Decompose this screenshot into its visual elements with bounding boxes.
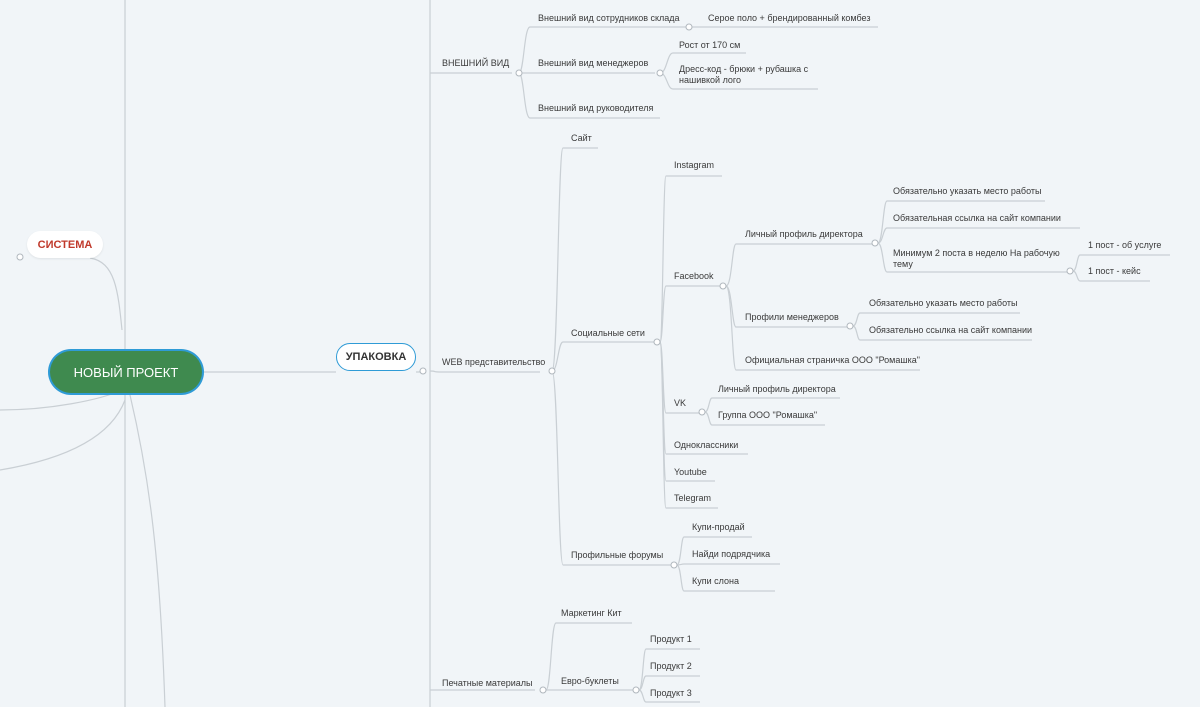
topic-youtube[interactable]: Youtube — [674, 467, 707, 477]
link-social — [551, 341, 655, 372]
topic-ws-polo[interactable]: Серое поло + брендированный комбез — [708, 13, 871, 23]
sistema-collapse-dot[interactable] — [16, 253, 24, 261]
topic-ws[interactable]: Внешний вид сотрудников склада — [538, 13, 680, 23]
topic-instagram[interactable]: Instagram — [674, 160, 715, 170]
stem-left-2 — [0, 399, 126, 471]
link-f-buy — [676, 536, 752, 566]
topic-fb-page[interactable]: Официальная страничка ООО "Ромашка" — [745, 355, 920, 365]
topic-vk-dir[interactable]: Личный профиль директора — [718, 384, 836, 394]
central-topic-label: НОВЫЙ ПРОЕКТ — [73, 364, 179, 380]
mgr-dot[interactable] — [656, 69, 664, 77]
topic-appearance[interactable]: ВНЕШНИЙ ВИД — [442, 58, 510, 68]
link-fb-dir-work — [877, 200, 1045, 244]
topic-fb-mgr-link[interactable]: Обязательно ссылка на сайт компании — [869, 325, 1033, 335]
link-fb-mgr-work — [852, 312, 1020, 327]
topic-mkit[interactable]: Маркетинг Кит — [561, 608, 622, 618]
topic-fb-dir[interactable]: Личный профиль директора — [745, 229, 863, 239]
topic-fb-dir-work[interactable]: Обязательно указать место работы — [893, 186, 1042, 196]
topic-sistema[interactable]: СИСТЕМА — [27, 231, 103, 258]
link-f-elephant — [676, 564, 775, 592]
link-p1 — [638, 648, 700, 691]
topic-print[interactable]: Печатные материалы — [442, 678, 533, 688]
vk-dot[interactable] — [698, 408, 706, 416]
fb-dir-posts-dot[interactable] — [1066, 267, 1074, 275]
link-vk-group — [704, 411, 825, 426]
stem-sistema — [89, 257, 123, 331]
link-site — [551, 147, 598, 372]
link-fb-dir-link — [877, 227, 1080, 244]
link-trunk-web — [429, 370, 540, 373]
link-p2 — [638, 675, 700, 691]
link-telegram — [659, 341, 718, 509]
central-topic[interactable]: НОВЫЙ ПРОЕКТ — [50, 351, 202, 393]
link-forums — [551, 370, 672, 566]
topic-upakovka-label: УПАКОВКА — [345, 351, 407, 363]
topic-p1[interactable]: Продукт 1 — [650, 634, 692, 644]
topic-ok[interactable]: Одноклассники — [674, 440, 739, 450]
print-dot[interactable] — [539, 686, 547, 694]
euro-dot[interactable] — [632, 686, 640, 694]
link-fb-mgr-link — [852, 325, 1032, 341]
stem-left-3 — [129, 394, 166, 707]
topic-f-contractor[interactable]: Найди подрядчика — [692, 549, 771, 559]
fb-mgr-dot[interactable] — [846, 322, 854, 330]
topic-facebook[interactable]: Facebook — [674, 271, 714, 281]
appearance-dot[interactable] — [515, 69, 523, 77]
topic-vk[interactable]: VK — [674, 398, 687, 408]
topic-f-elephant[interactable]: Купи слона — [692, 576, 739, 586]
link-post-service — [1072, 254, 1170, 272]
topic-mgr-dress[interactable]: Дресс-код - брюки + рубашка с нашивкой л… — [679, 64, 809, 85]
link-post-case — [1072, 270, 1150, 282]
topic-sistema-label: СИСТЕМА — [37, 238, 93, 251]
topic-p3[interactable]: Продукт 3 — [650, 688, 692, 698]
topic-mgr[interactable]: Внешний вид менеджеров — [538, 58, 649, 68]
topic-upakovka[interactable]: УПАКОВКА — [336, 343, 416, 371]
facebook-dot[interactable] — [719, 282, 727, 290]
social-dot[interactable] — [653, 338, 661, 346]
link-fb-dir-posts — [877, 242, 1068, 273]
stem-left-1 — [0, 389, 123, 411]
topic-fb-dir-link[interactable]: Обязательная ссылка на сайт компании — [893, 213, 1061, 223]
topic-mgr-height[interactable]: Рост от 170 см — [679, 40, 741, 50]
topic-euro[interactable]: Евро-буклеты — [561, 676, 619, 686]
web-dot[interactable] — [548, 367, 556, 375]
forums-dot[interactable] — [670, 561, 678, 569]
topic-fb-mgr[interactable]: Профили менеджеров — [745, 312, 839, 322]
topic-post-case[interactable]: 1 пост - кейс — [1088, 266, 1141, 276]
link-facebook — [659, 285, 720, 343]
topic-vk-group[interactable]: Группа ООО "Ромашка" — [718, 410, 818, 420]
link-fb-dir — [725, 243, 872, 287]
topic-social[interactable]: Социальные сети — [571, 328, 645, 338]
topic-head[interactable]: Внешний вид руководителя — [538, 103, 654, 113]
topic-telegram[interactable]: Telegram — [674, 493, 712, 503]
topic-site[interactable]: Сайт — [571, 133, 592, 143]
topic-fb-dir-posts[interactable]: Минимум 2 поста в неделю На рабочую тему — [893, 248, 1060, 269]
topic-post-service[interactable]: 1 пост - об услуге — [1088, 240, 1162, 250]
link-vk-dir — [704, 397, 840, 413]
topic-p2[interactable]: Продукт 2 — [650, 661, 692, 671]
pack-collapse-dot[interactable] — [419, 367, 427, 375]
link-fb-page — [725, 285, 920, 371]
link-mkit — [545, 622, 632, 691]
link-f-contractor — [676, 563, 780, 566]
topic-web[interactable]: WEB представительство — [442, 357, 546, 367]
topic-f-buy[interactable]: Купи-продай — [692, 522, 745, 532]
topic-fb-mgr-work[interactable]: Обязательно указать место работы — [869, 298, 1018, 308]
ws-dot[interactable] — [685, 23, 693, 31]
link-instagram — [659, 175, 722, 343]
link-p3 — [638, 689, 700, 703]
topic-forums[interactable]: Профильные форумы — [571, 550, 664, 560]
fb-dir-dot[interactable] — [871, 239, 879, 247]
